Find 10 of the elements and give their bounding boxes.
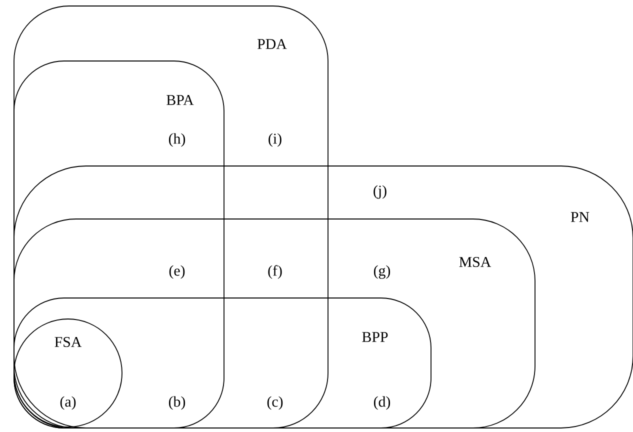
region-label: (g)	[374, 265, 390, 279]
region-label: (e)	[169, 265, 185, 279]
region-label: (j)	[374, 185, 386, 199]
region-label: (i)	[268, 133, 282, 147]
region-label: (b)	[168, 396, 186, 410]
region-label: (f)	[268, 265, 282, 279]
region-label: (h)	[168, 133, 186, 147]
region-label: (a)	[60, 396, 76, 410]
region-label: (d)	[374, 396, 390, 410]
region-label: (c)	[267, 396, 283, 410]
